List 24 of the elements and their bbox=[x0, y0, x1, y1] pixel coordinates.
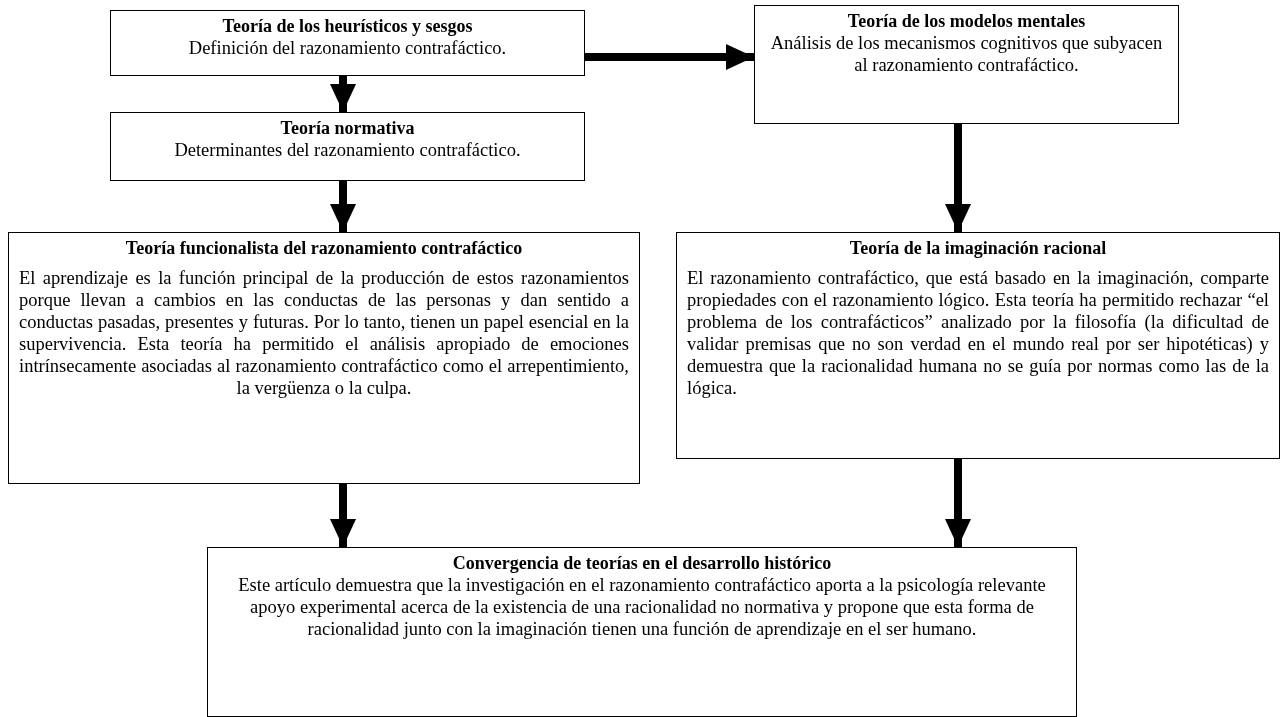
box-title: Teoría normativa bbox=[279, 117, 416, 139]
box-title: Convergencia de teorías en el desarrollo histórico bbox=[451, 552, 833, 574]
box-title: Teoría de los modelos mentales bbox=[846, 10, 1087, 32]
box-text: Análisis de los mecanismos cognitivos que subyacen al razonamiento contrafáctico. bbox=[769, 32, 1164, 76]
arrow bbox=[330, 76, 356, 112]
text-box bbox=[110, 10, 585, 76]
text-box bbox=[207, 547, 1077, 717]
box-title: Teoría de la imaginación racional bbox=[848, 237, 1108, 259]
box-text: El razonamiento contrafáctico, que está basado en la imaginación, comparte propiedades con el razonamiento lógico. Esta teoría ha permitido rechazar “el problema de los contrafácticos” analizado por la filosofía (la dificultad de validar premisas que no son verdad en el mundo real por ser hipotéticas) y demuestra que la racionalidad humana no se guía por normas como las de la lógica. bbox=[687, 267, 1269, 399]
text-box bbox=[754, 5, 1179, 124]
box-text: El aprendizaje es la función principal de la producción de estos razonamientos porque llevan a cambios en las conductas de las personas y dan sentido a conductas pasadas, presentes y futuras. Por lo tanto, tienen un papel esencial en la supervivencia. Esta teoría ha permitido el análisis apropiado de emociones intrínsecamente asociadas al razonamiento contrafáctico como el arrepentimiento, la vergüenza o la culpa. bbox=[19, 267, 629, 399]
box-title: Teoría de los heurísticos y sesgos bbox=[221, 15, 474, 37]
arrow bbox=[945, 459, 971, 547]
box-text: Determinantes del razonamiento contrafáctico. bbox=[173, 139, 522, 161]
text-box bbox=[676, 232, 1280, 459]
text-box bbox=[8, 232, 640, 484]
arrow bbox=[585, 44, 754, 70]
arrow bbox=[945, 124, 971, 232]
box-text: Este artículo demuestra que la investigación en el razonamiento contrafáctico aporta a la psicología relevante apoyo experimental acerca de la existencia de una racionalidad no normativa y propone que esta forma de racionalidad junto con la imaginación tienen una función de aprendizaje en el ser humano. bbox=[237, 574, 1047, 640]
box-text: Definición del razonamiento contrafáctico. bbox=[187, 37, 508, 59]
text-box bbox=[110, 112, 585, 181]
arrow bbox=[330, 484, 356, 547]
box-title: Teoría funcionalista del razonamiento contrafáctico bbox=[124, 237, 524, 259]
arrow bbox=[330, 181, 356, 232]
